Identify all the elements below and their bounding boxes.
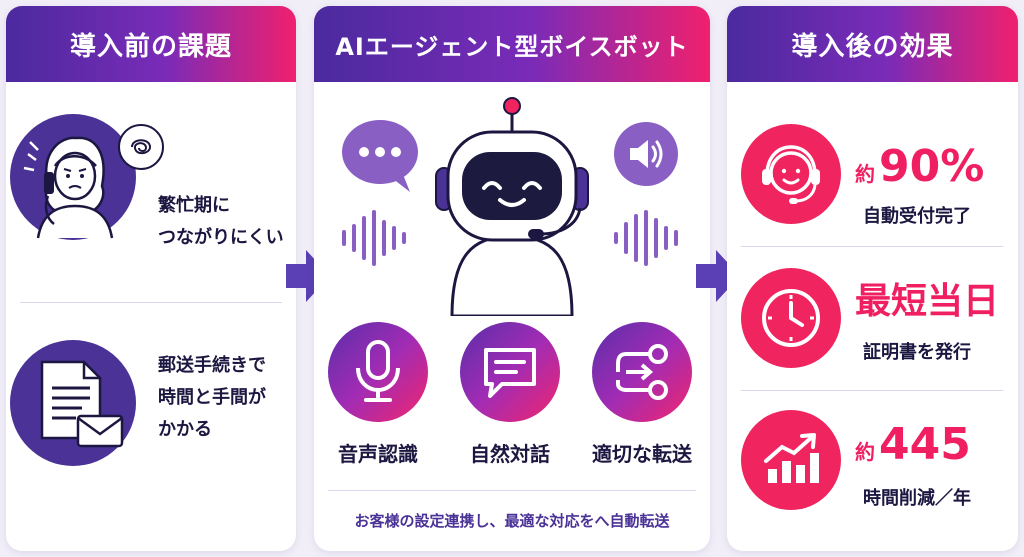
arrow-right-icon (696, 250, 740, 302)
clock-icon (741, 268, 841, 368)
feature-label-speech-recognition: 音声認識 (338, 442, 418, 466)
divider (20, 302, 282, 303)
effect-3-value-row: 約 445 (855, 422, 971, 468)
feature-label-transfer: 適切な転送 (592, 442, 692, 466)
divider (741, 246, 1003, 247)
effect-2-sub: 証明書を発行 (863, 342, 971, 363)
before-panel: 導入前の課題 繁忙期に つながりにくい (6, 6, 296, 551)
before-header: 導入前の課題 (6, 6, 296, 82)
microphone-icon (328, 322, 428, 422)
speaker-icon (614, 122, 678, 186)
feature-label-natural-dialog: 自然対話 (470, 442, 550, 466)
divider (328, 490, 696, 491)
issue-2-line-2: 時間と手間が (158, 387, 266, 408)
sound-wave-icon (614, 210, 678, 266)
issue-2-line-1: 郵送手続きで (158, 355, 266, 376)
headset-operator-icon (741, 124, 841, 224)
issue-2-text: 郵送手続きで 時間と手間が かかる (158, 350, 266, 446)
bot-header: AIエージェント型ボイスボット (314, 6, 710, 82)
issue-1-text: 繁忙期に つながりにくい (158, 190, 284, 254)
effect-3-prefix: 約 (855, 440, 875, 464)
divider (741, 390, 1003, 391)
chat-bubble-icon (460, 322, 560, 422)
robot-icon (435, 97, 589, 316)
growth-chart-icon (741, 410, 841, 510)
effect-1-value-row: 約 90% (855, 144, 984, 190)
speech-bubble-icon (342, 120, 418, 192)
transfer-flow-icon (592, 322, 692, 422)
stressed-woman-phone-icon (10, 114, 136, 240)
document-mail-icon (10, 340, 136, 466)
issue-2-line-3: かかる (158, 419, 212, 440)
effect-1-prefix: 約 (855, 162, 875, 186)
effect-3-value: 445 (879, 419, 971, 470)
arrow-right-icon (286, 250, 330, 302)
issue-1-line-1: 繁忙期に (158, 195, 230, 216)
after-header: 導入後の効果 (727, 6, 1018, 82)
effect-1-sub: 自動受付完了 (863, 206, 971, 227)
effect-1-value: 90% (879, 141, 985, 192)
bot-footer-text: お客様の設定連携し、最適な対応をへ自動転送 (354, 512, 670, 530)
after-panel: 導入後の効果 約 90% 自動受付完了 最短当日 証明書を発行 (727, 6, 1018, 551)
bot-panel: AIエージェント型ボイスボット (314, 6, 710, 551)
effect-3-sub: 時間削減／年 (863, 488, 971, 509)
issue-1-line-2: つながりにくい (158, 227, 284, 248)
sound-wave-icon (342, 210, 406, 266)
effect-2-value: 最短当日 (855, 281, 1000, 322)
tangled-thought-icon (118, 124, 164, 170)
